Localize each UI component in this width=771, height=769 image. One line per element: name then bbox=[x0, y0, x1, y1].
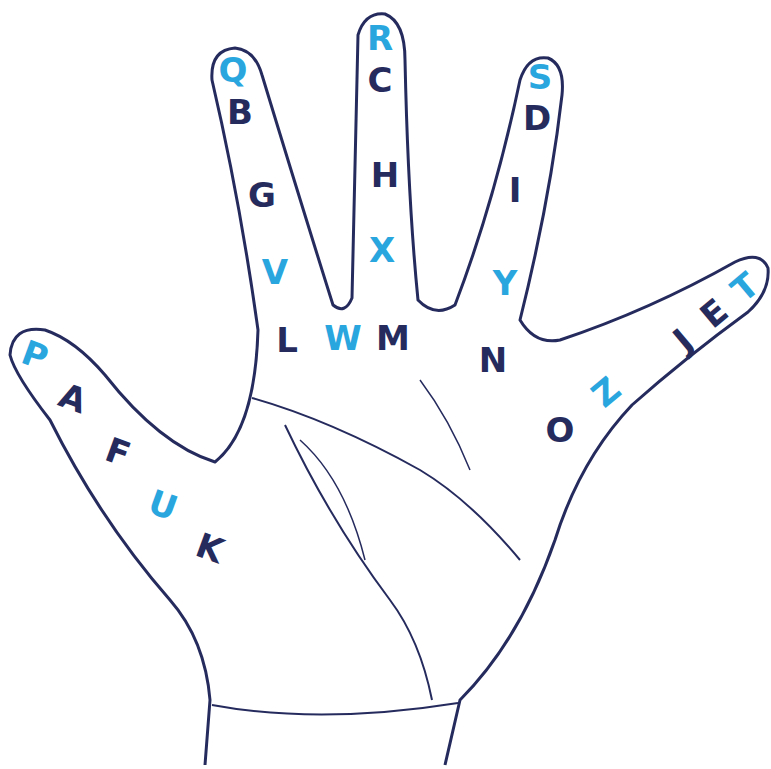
finger-letter: L bbox=[276, 323, 298, 357]
wrist-line bbox=[212, 703, 458, 715]
finger-letter: S bbox=[528, 60, 553, 94]
finger-letter: D bbox=[523, 101, 551, 135]
finger-letter: V bbox=[262, 255, 288, 289]
finger-letter: R bbox=[367, 21, 393, 55]
finger-letter: W bbox=[324, 321, 362, 355]
finger-letter: I bbox=[509, 173, 522, 207]
finger-letter: M bbox=[376, 321, 410, 355]
palm-line bbox=[420, 380, 470, 470]
finger-letter: X bbox=[369, 233, 395, 267]
finger-letter: G bbox=[248, 178, 276, 212]
finger-letter: O bbox=[546, 413, 575, 447]
hand-outline bbox=[10, 14, 768, 765]
finger-letter: N bbox=[479, 343, 507, 377]
palm-line bbox=[252, 398, 520, 560]
palm-line bbox=[300, 440, 365, 560]
finger-letter: C bbox=[368, 63, 393, 97]
finger-letter: B bbox=[227, 95, 253, 129]
finger-letter: H bbox=[371, 158, 399, 192]
palm-line bbox=[285, 425, 432, 700]
finger-letter: Q bbox=[219, 53, 248, 87]
finger-letter: Y bbox=[493, 266, 518, 300]
